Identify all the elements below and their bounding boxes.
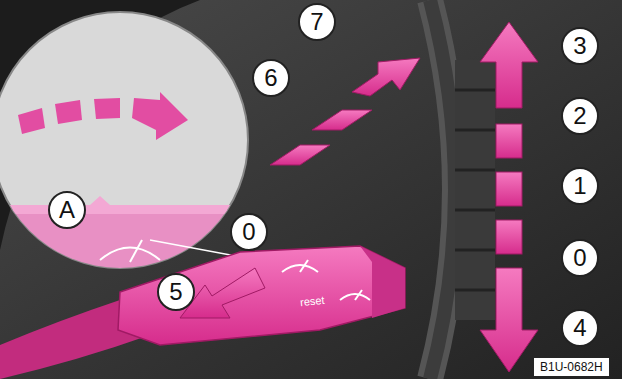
callout-number: 7 [310,10,323,34]
flick-arrow [270,58,420,165]
callout-number: 4 [573,316,586,340]
callout-number: 0 [573,246,586,270]
vent-slats [455,90,495,290]
callout-number: A [59,198,75,222]
wiper-symbol [282,260,370,300]
callout-number: 5 [169,280,182,304]
wiper-lever [118,246,405,345]
callout-number: 1 [573,174,586,198]
interval-steps [18,92,188,140]
vent [455,60,495,320]
callout-circle: 2 [561,97,599,135]
callout-number: 2 [573,104,586,128]
callout-circle: 1 [561,167,599,205]
lever-tip [360,246,405,318]
position-arrow [480,22,538,372]
callout-circle: 0 [230,213,268,251]
callout-circle: 0 [561,239,599,277]
lever-label: reset [299,294,325,308]
callout-circle: 4 [561,309,599,347]
callout-circle: 7 [298,3,336,41]
callout-circle: 5 [157,273,195,311]
callout-circle: A [48,191,86,229]
callout-circle: 6 [252,59,290,97]
wiper-symbol [100,240,160,262]
figure-code: B1U-0682H [534,358,609,376]
steering-wheel-rim [430,0,455,379]
callout-number: 6 [264,66,277,90]
callout-number: 0 [242,220,255,244]
steering-wheel-rim [430,0,455,379]
callout-circle: 3 [561,27,599,65]
callout-number: 3 [573,34,586,58]
lever-notch [0,196,250,214]
